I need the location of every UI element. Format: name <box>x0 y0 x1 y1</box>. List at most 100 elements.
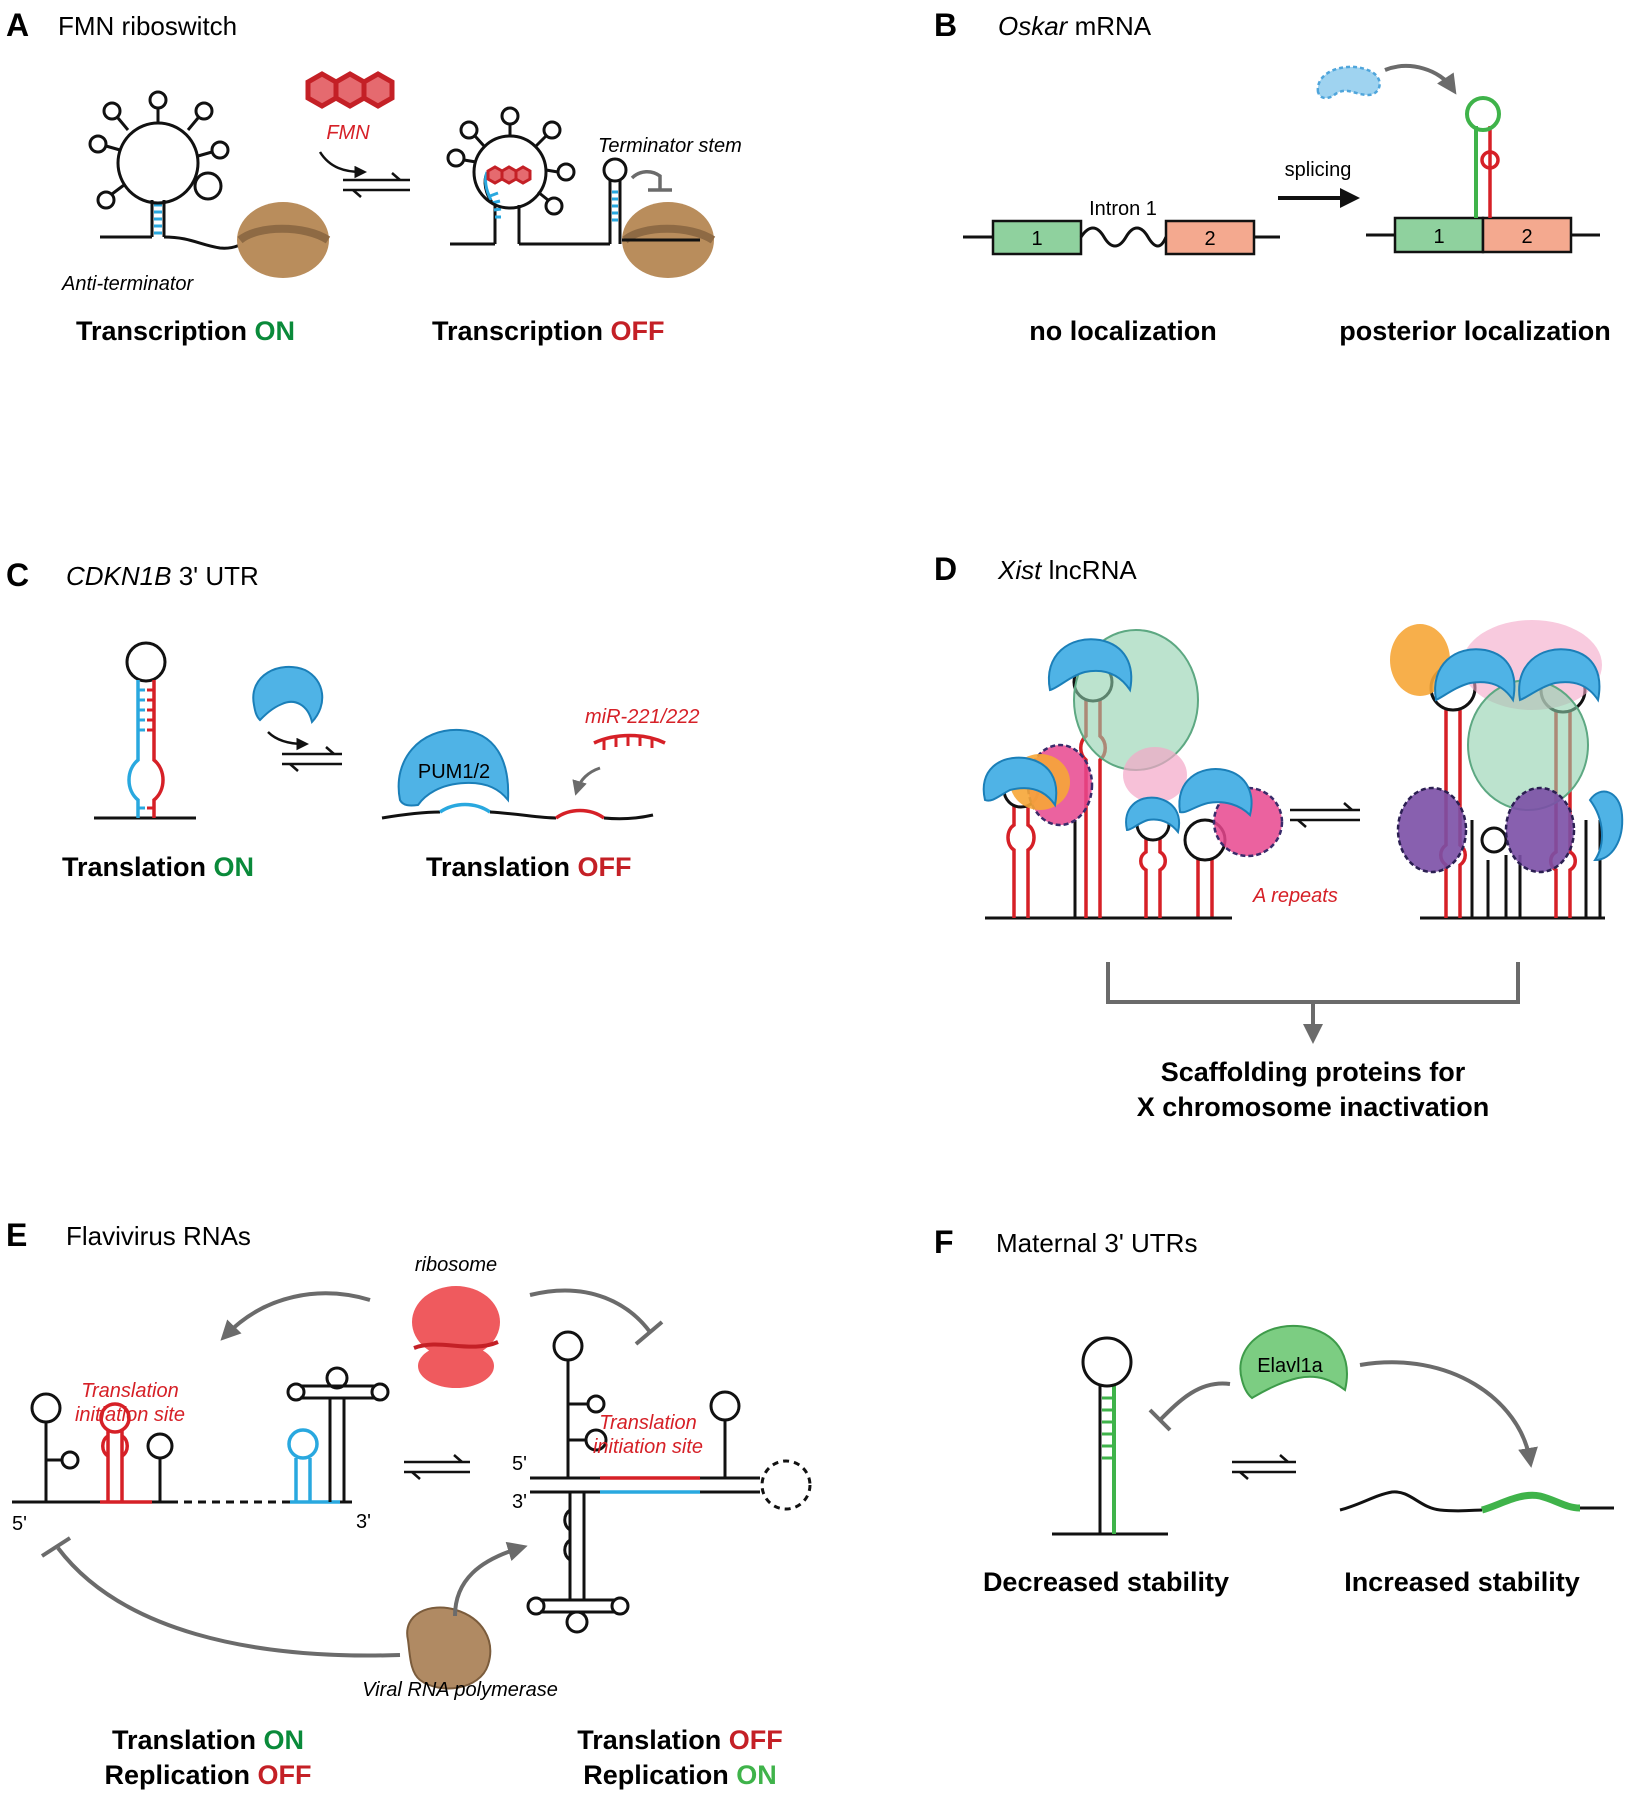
panel-b-state-1: no localization <box>1029 316 1217 346</box>
mirna-label: miR-221/222 <box>585 706 700 728</box>
maternal-utr-linear <box>1339 1490 1614 1514</box>
panel-c-state-off: Translation OFF <box>426 852 632 882</box>
equilibrium-arrows-a <box>318 151 410 198</box>
large-scaffold-protein-right <box>1467 679 1589 811</box>
panel-c-title: CDKN1B 3' UTR <box>66 561 259 591</box>
tis-left-line-2: initiation site <box>75 1404 185 1426</box>
blue-protein-1 <box>982 756 1058 808</box>
panel-b-state-2: posterior localization <box>1339 316 1611 346</box>
five-prime-left: 5' <box>12 1513 27 1535</box>
polymerase-activation-arrow <box>453 1541 528 1617</box>
mirna-arrow <box>572 766 601 796</box>
panel-d-result-line-1: Scaffolding proteins for <box>1161 1057 1466 1087</box>
terminator-stem-label: Terminator stem <box>598 135 742 157</box>
cdkn1b-hairpin <box>94 641 196 820</box>
purple-protein-2 <box>1504 786 1576 874</box>
panel-e-right-line-2: Replication ON <box>583 1760 777 1790</box>
equilibrium-arrows-d <box>1290 802 1360 828</box>
repeat-binding-protein-2 <box>1212 786 1284 858</box>
intron-label: Intron 1 <box>1089 198 1157 220</box>
panel-a-title: FMN riboswitch <box>58 11 237 41</box>
pum-protein-free-icon <box>252 665 324 725</box>
equilibrium-arrows-f <box>1232 1454 1296 1480</box>
polymerase-inhibition-arrow <box>56 1546 401 1658</box>
blue-protein-r2 <box>1518 648 1601 703</box>
a-repeats-label: A repeats <box>1252 885 1338 907</box>
elavl-stabilization-arrow <box>1359 1360 1538 1468</box>
xist-left-complex <box>982 629 1284 920</box>
linear-flavivirus-rna <box>12 1366 390 1504</box>
circular-flavivirus-rna <box>526 1330 812 1634</box>
panel-e-right-line-1: Translation OFF <box>577 1725 783 1755</box>
panel-f-letter: F <box>934 1224 954 1260</box>
riboswitch-on-structure <box>88 90 263 250</box>
ribosome-activation-arrow <box>220 1291 371 1341</box>
unknown-protein-icon <box>1316 65 1381 100</box>
panel-d-letter: D <box>934 551 957 587</box>
orange-protein-right <box>1390 624 1450 696</box>
panel-f: F Maternal 3' UTRs Elavl1a Decreased <box>934 1224 1614 1597</box>
panel-f-state-1: Decreased stability <box>983 1567 1229 1597</box>
pink-protein <box>1123 747 1187 803</box>
blue-protein-r1 <box>1434 648 1516 703</box>
riboswitch-off-structure <box>446 106 672 246</box>
rna-polymerase-a2 <box>622 202 716 278</box>
panel-d-title: Xist lncRNA <box>997 555 1137 585</box>
binding-arrow-c <box>267 731 309 751</box>
fmn-ligand-icon <box>305 71 395 109</box>
five-prime-right: 5' <box>512 1453 527 1475</box>
equilibrium-arrows-e <box>404 1454 470 1480</box>
panel-e-left-line-2: Replication OFF <box>104 1760 311 1790</box>
blue-protein-3 <box>1125 796 1180 835</box>
convergence-bracket <box>1106 962 1520 1044</box>
elavl1a-protein-icon <box>1239 1324 1348 1400</box>
exon-1-label: 1 <box>1031 228 1042 250</box>
oskar-hairpin <box>1465 96 1501 218</box>
viral-polymerase-icon <box>406 1606 492 1690</box>
panel-c: C CDKN1B 3' UTR <box>6 557 700 882</box>
binding-arrow-b <box>1384 64 1457 95</box>
panel-e-letter: E <box>6 1217 27 1253</box>
equilibrium-arrows-c <box>282 746 342 772</box>
polymerase-label: Viral RNA polymerase <box>362 1679 558 1701</box>
panel-d: D Xist lncRNA <box>934 551 1624 1122</box>
tis-right-line-1: Translation <box>599 1412 696 1434</box>
exon-1-spliced-label: 1 <box>1433 226 1444 248</box>
purple-protein-1 <box>1396 786 1468 874</box>
panel-c-letter: C <box>6 557 29 593</box>
blue-protein-r3 <box>1588 790 1624 862</box>
panel-e-title: Flavivirus RNAs <box>66 1221 251 1251</box>
mirna-icon <box>593 733 666 750</box>
panel-a-letter: A <box>6 7 29 43</box>
utr-line-c <box>381 802 654 821</box>
panel-a-state-on: Transcription ON <box>76 316 295 346</box>
elavl-inhibition-arrow <box>1158 1381 1231 1422</box>
panel-e-left-line-1: Translation ON <box>112 1725 304 1755</box>
pum-label: PUM1/2 <box>418 761 490 783</box>
ribosome-inhibition-arrow <box>529 1288 652 1334</box>
panel-b: B Oskar mRNA 1 Intron 1 2 splicing 1 2 n… <box>934 7 1611 346</box>
panel-b-letter: B <box>934 7 957 43</box>
tis-right-line-2: initiation site <box>593 1436 703 1458</box>
rna-polymerase-a1 <box>237 202 331 278</box>
panel-c-state-on: Translation ON <box>62 852 254 882</box>
panel-a: A FMN riboswitch Anti-terminator FMN <box>6 7 742 346</box>
intron-wave <box>1079 226 1168 248</box>
panel-f-title: Maternal 3' UTRs <box>996 1228 1197 1258</box>
ribosome-label: ribosome <box>415 1254 497 1276</box>
panel-e: E Flavivirus RNAs ribosome <box>6 1217 812 1790</box>
pum-protein-bound-icon <box>397 728 510 807</box>
maternal-utr-hairpin <box>1052 1336 1168 1536</box>
three-prime-left: 3' <box>356 1511 371 1533</box>
tis-left-line-1: Translation <box>81 1380 178 1402</box>
panel-d-result-line-2: X chromosome inactivation <box>1137 1092 1490 1122</box>
exon-2-label: 2 <box>1204 228 1215 250</box>
panel-f-state-2: Increased stability <box>1344 1567 1580 1597</box>
panel-b-title: Oskar mRNA <box>998 11 1152 41</box>
fmn-label: FMN <box>326 122 370 144</box>
blue-protein-4 <box>1178 768 1253 817</box>
splicing-label: splicing <box>1285 159 1352 181</box>
exon-2-spliced <box>1481 216 1573 254</box>
blue-protein-2 <box>1047 638 1133 693</box>
